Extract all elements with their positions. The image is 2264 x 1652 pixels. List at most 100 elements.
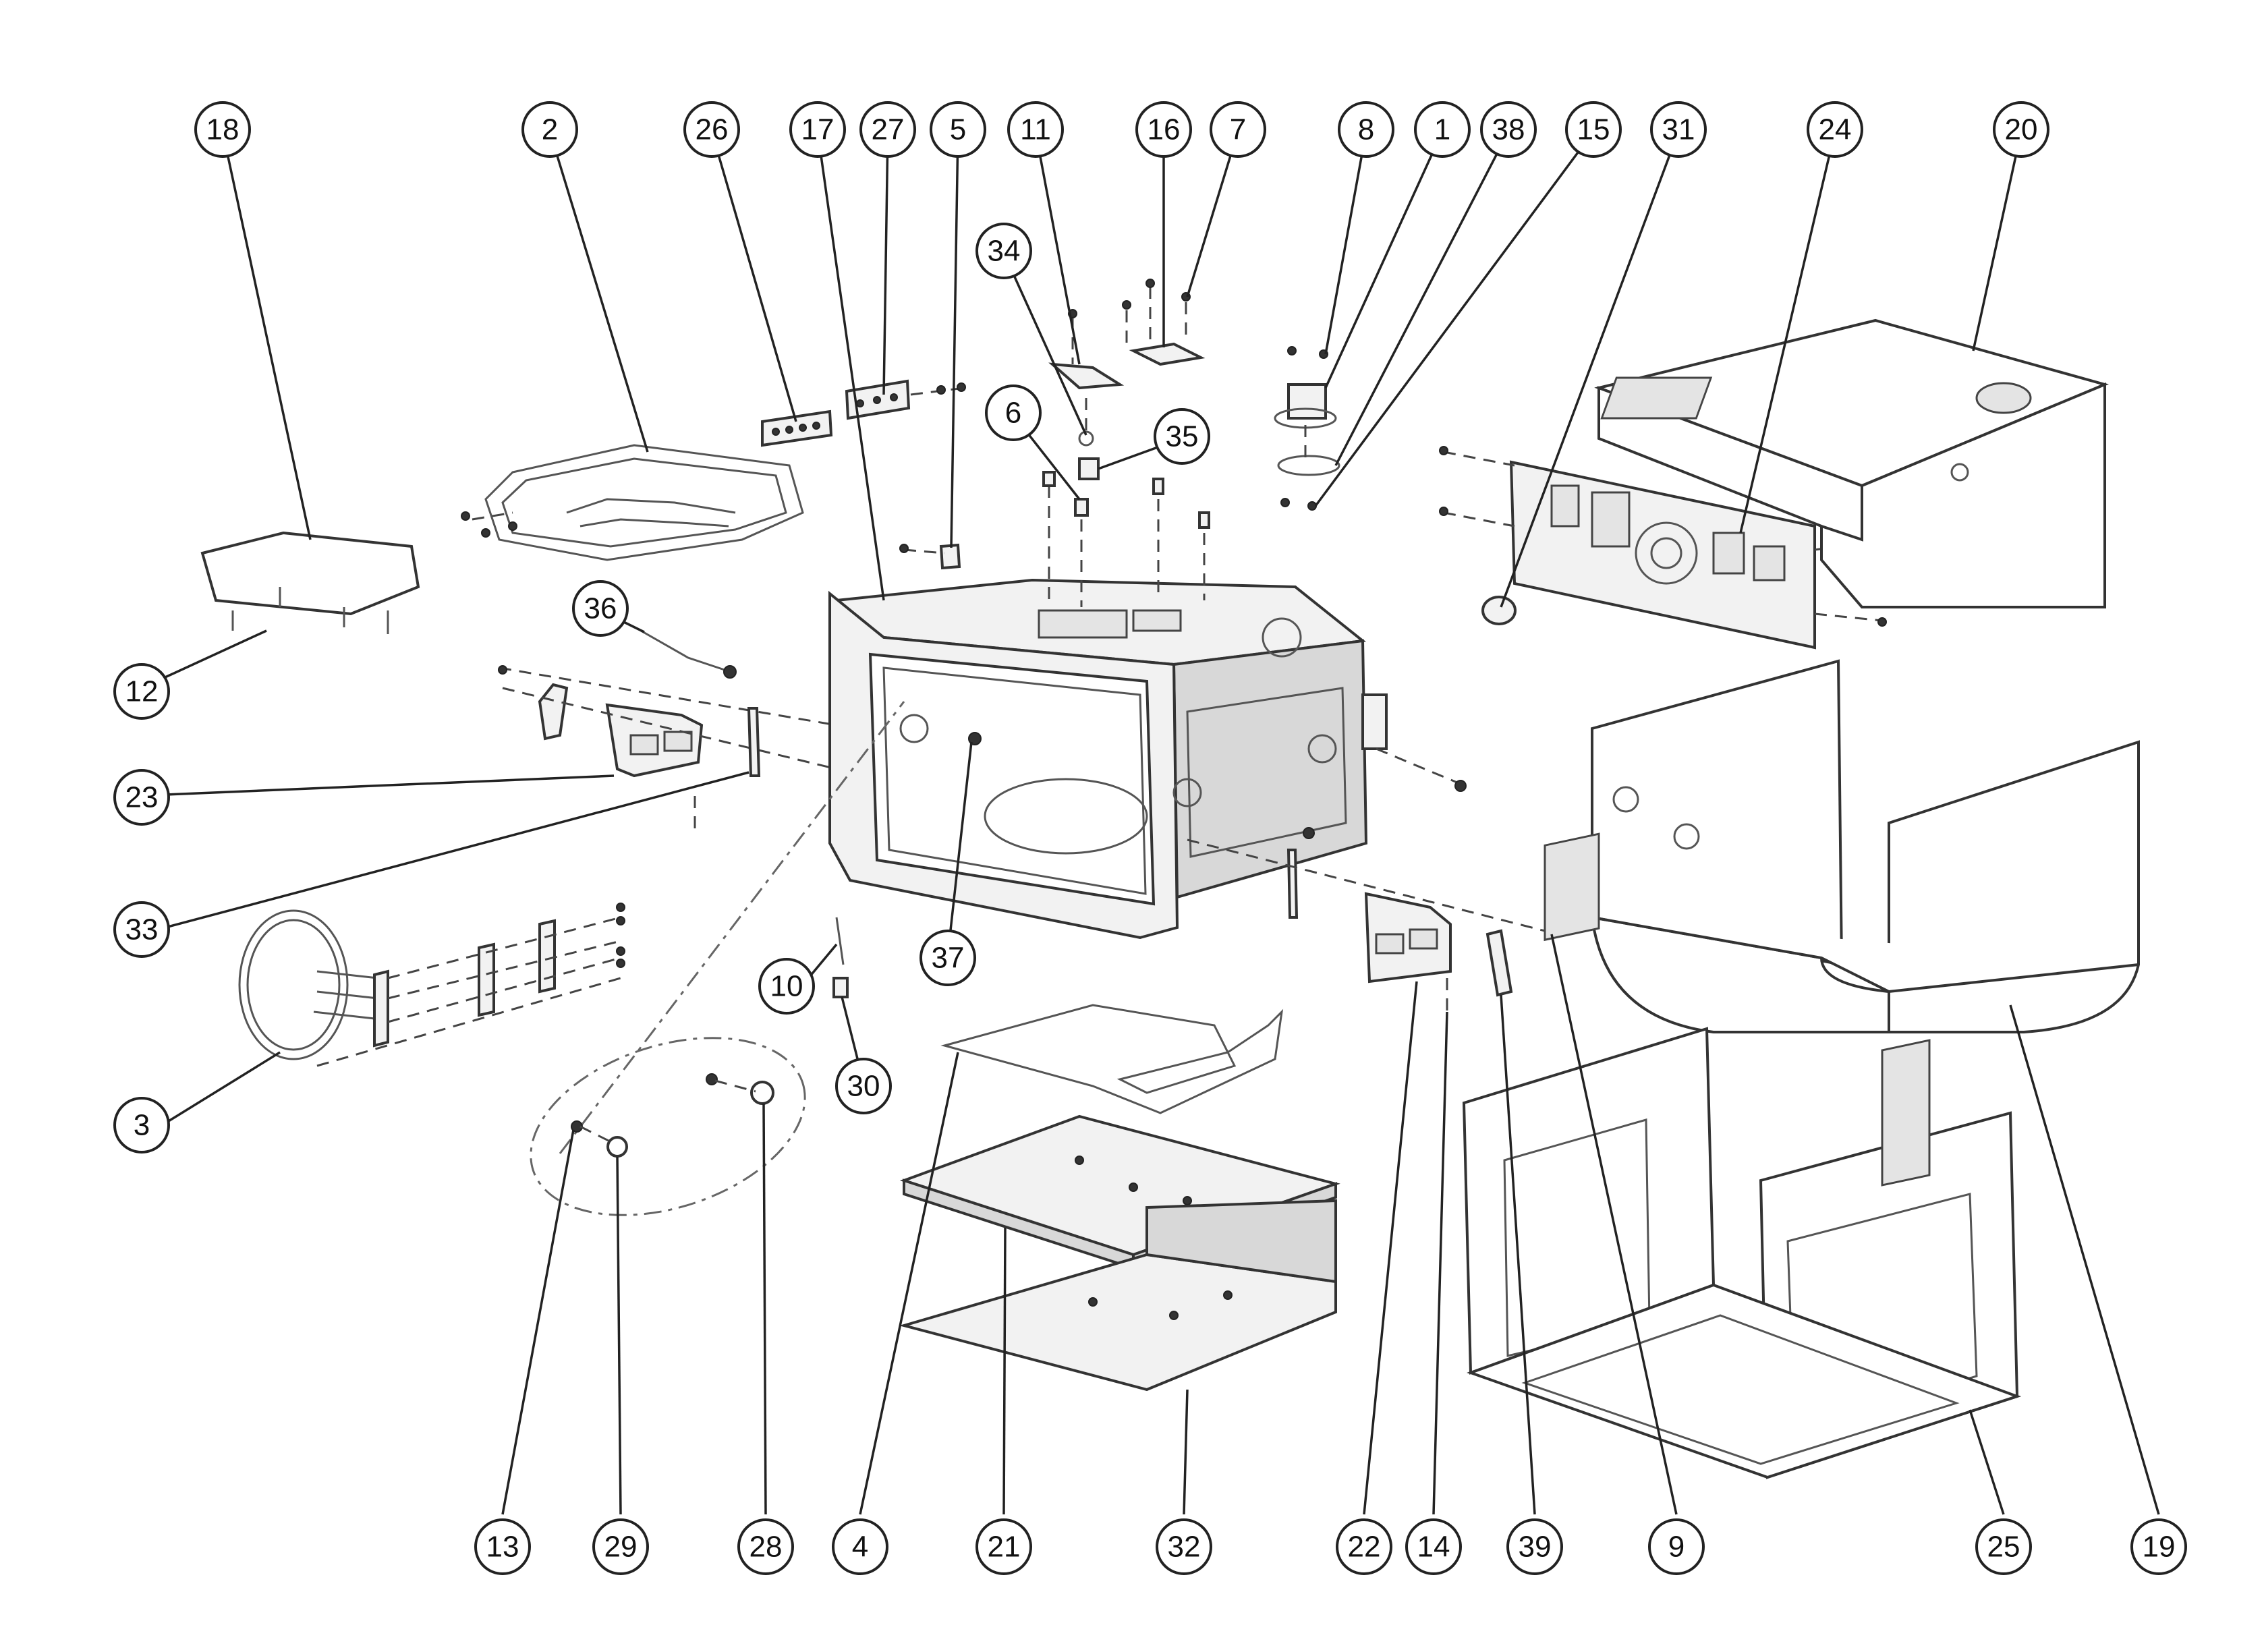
callout-label: 22 [1348, 1531, 1381, 1564]
callout-22: 22 [1336, 1518, 1392, 1575]
callout-15: 15 [1565, 101, 1622, 158]
part-34-washer [1078, 398, 1094, 447]
callout-label: 29 [604, 1531, 638, 1564]
callout-12: 12 [113, 663, 170, 720]
callout-label: 7 [1230, 113, 1246, 146]
part-32-base-plate [899, 1199, 1337, 1392]
callout-32: 32 [1156, 1518, 1212, 1575]
part-11-bracket [1048, 309, 1125, 390]
part-35-clip [1078, 457, 1100, 480]
part-10-pin [835, 917, 845, 965]
callout-24: 24 [1807, 101, 1863, 158]
part-1-motor [1274, 346, 1340, 511]
part-27-terminal-strip [845, 379, 966, 420]
detail-group-rollers [530, 701, 905, 1216]
callout-30: 30 [835, 1058, 892, 1114]
part-20-top-cover [1594, 318, 2110, 608]
callout-9: 9 [1648, 1518, 1705, 1575]
callout-label: 2 [542, 113, 558, 146]
callout-label: 13 [486, 1531, 519, 1564]
callout-label: 23 [125, 781, 159, 814]
callout-34: 34 [975, 223, 1032, 279]
callout-label: 26 [696, 113, 729, 146]
part-5-thermostat [899, 543, 961, 570]
callout-label: 12 [125, 675, 159, 708]
callout-label: 18 [206, 113, 239, 146]
callout-label: 15 [1577, 113, 1610, 146]
callout-label: 20 [2005, 113, 2038, 146]
callout-label: 30 [847, 1070, 880, 1103]
callout-label: 6 [1005, 397, 1021, 430]
part-7-screw [1181, 292, 1191, 341]
callout-label: 27 [872, 113, 905, 146]
callout-label: 21 [988, 1531, 1021, 1564]
callout-label: 17 [801, 113, 834, 146]
callout-label: 5 [950, 113, 966, 146]
part-22-right-bracket [1187, 747, 1556, 1012]
callout-label: 36 [584, 592, 617, 625]
callout-38: 38 [1480, 101, 1537, 158]
callout-label: 32 [1168, 1531, 1201, 1564]
callout-31: 31 [1650, 101, 1707, 158]
callout-4: 4 [832, 1518, 888, 1575]
callout-label: 19 [2143, 1531, 2176, 1564]
callout-6: 6 [985, 384, 1042, 441]
callout-28: 28 [737, 1518, 794, 1575]
callout-label: 31 [1662, 113, 1695, 146]
part-26-terminal-strip [761, 409, 833, 447]
part-17-oven-cavity [828, 578, 1388, 940]
part-2-upper-heating-element [461, 444, 804, 561]
callout-21: 21 [975, 1518, 1032, 1575]
leader-lines [141, 130, 2160, 1515]
callout-label: 37 [932, 942, 965, 975]
callout-label: 9 [1668, 1531, 1685, 1564]
part-36-wire-harness [640, 629, 737, 679]
callout-18: 18 [194, 101, 251, 158]
callout-29: 29 [592, 1518, 649, 1575]
callout-2: 2 [521, 101, 578, 158]
callout-39: 39 [1506, 1518, 1563, 1575]
callout-1: 1 [1414, 101, 1471, 158]
callout-26: 26 [683, 101, 740, 158]
callout-label: 3 [134, 1109, 150, 1142]
callout-label: 34 [988, 235, 1021, 268]
callout-label: 11 [1020, 113, 1051, 146]
callout-37: 37 [919, 930, 976, 986]
callout-label: 25 [1987, 1531, 2020, 1564]
callout-36: 36 [572, 580, 629, 637]
part-6-connector [1042, 471, 1089, 607]
callout-label: 16 [1148, 113, 1181, 146]
callout-23: 23 [113, 769, 170, 826]
part-25-outer-case [1462, 832, 2022, 1479]
callout-label: 39 [1519, 1531, 1552, 1564]
part-16-bracket [1122, 279, 1206, 366]
part-30-spring [832, 977, 849, 998]
part-4-lower-heating-element [940, 1004, 1284, 1114]
callout-17: 17 [789, 101, 846, 158]
top-fasteners [1152, 478, 1210, 600]
callout-33: 33 [113, 901, 170, 958]
callout-35: 35 [1154, 408, 1210, 465]
part-3-circular-heating-element [238, 903, 625, 1067]
callout-14: 14 [1405, 1518, 1462, 1575]
callout-27: 27 [859, 101, 916, 158]
callout-label: 14 [1417, 1531, 1450, 1564]
callout-label: 38 [1492, 113, 1525, 146]
part-31-cap [1481, 596, 1517, 625]
callout-10: 10 [758, 958, 815, 1015]
callout-label: 28 [749, 1531, 783, 1564]
callout-label: 35 [1166, 420, 1199, 453]
part-19-outer-wrap [1590, 659, 2140, 1033]
part-18-cover-plate [200, 531, 420, 634]
callout-3: 3 [113, 1097, 170, 1153]
callout-20: 20 [1993, 101, 2049, 158]
callout-13: 13 [474, 1518, 531, 1575]
callout-8: 8 [1338, 101, 1394, 158]
callout-label: 33 [125, 913, 159, 946]
callout-label: 10 [770, 970, 803, 1003]
callout-label: 1 [1434, 113, 1450, 146]
callout-label: 8 [1358, 113, 1374, 146]
callout-16: 16 [1135, 101, 1192, 158]
callout-25: 25 [1975, 1518, 2032, 1575]
